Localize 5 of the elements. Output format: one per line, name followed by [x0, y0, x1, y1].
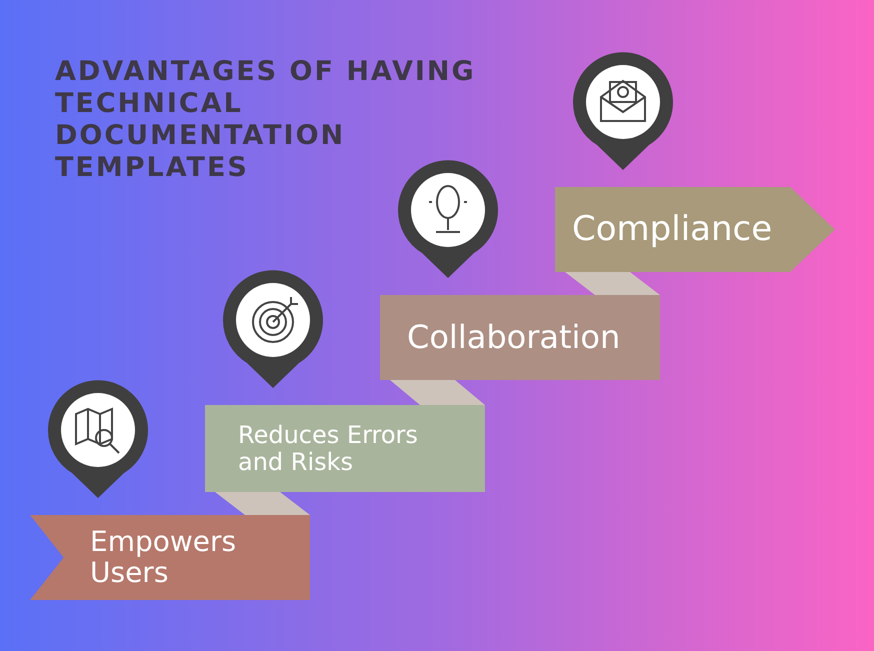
step-banner: Compliance — [555, 187, 835, 272]
step-banner: Reduces Errors and Risks — [205, 405, 485, 492]
title: ADVANTAGES OF HAVING TECHNICAL DOCUMENTATION TEMPLATES — [55, 56, 477, 184]
step-banner: Collaboration — [380, 295, 660, 380]
step-banner: Empowers Users — [30, 515, 310, 600]
